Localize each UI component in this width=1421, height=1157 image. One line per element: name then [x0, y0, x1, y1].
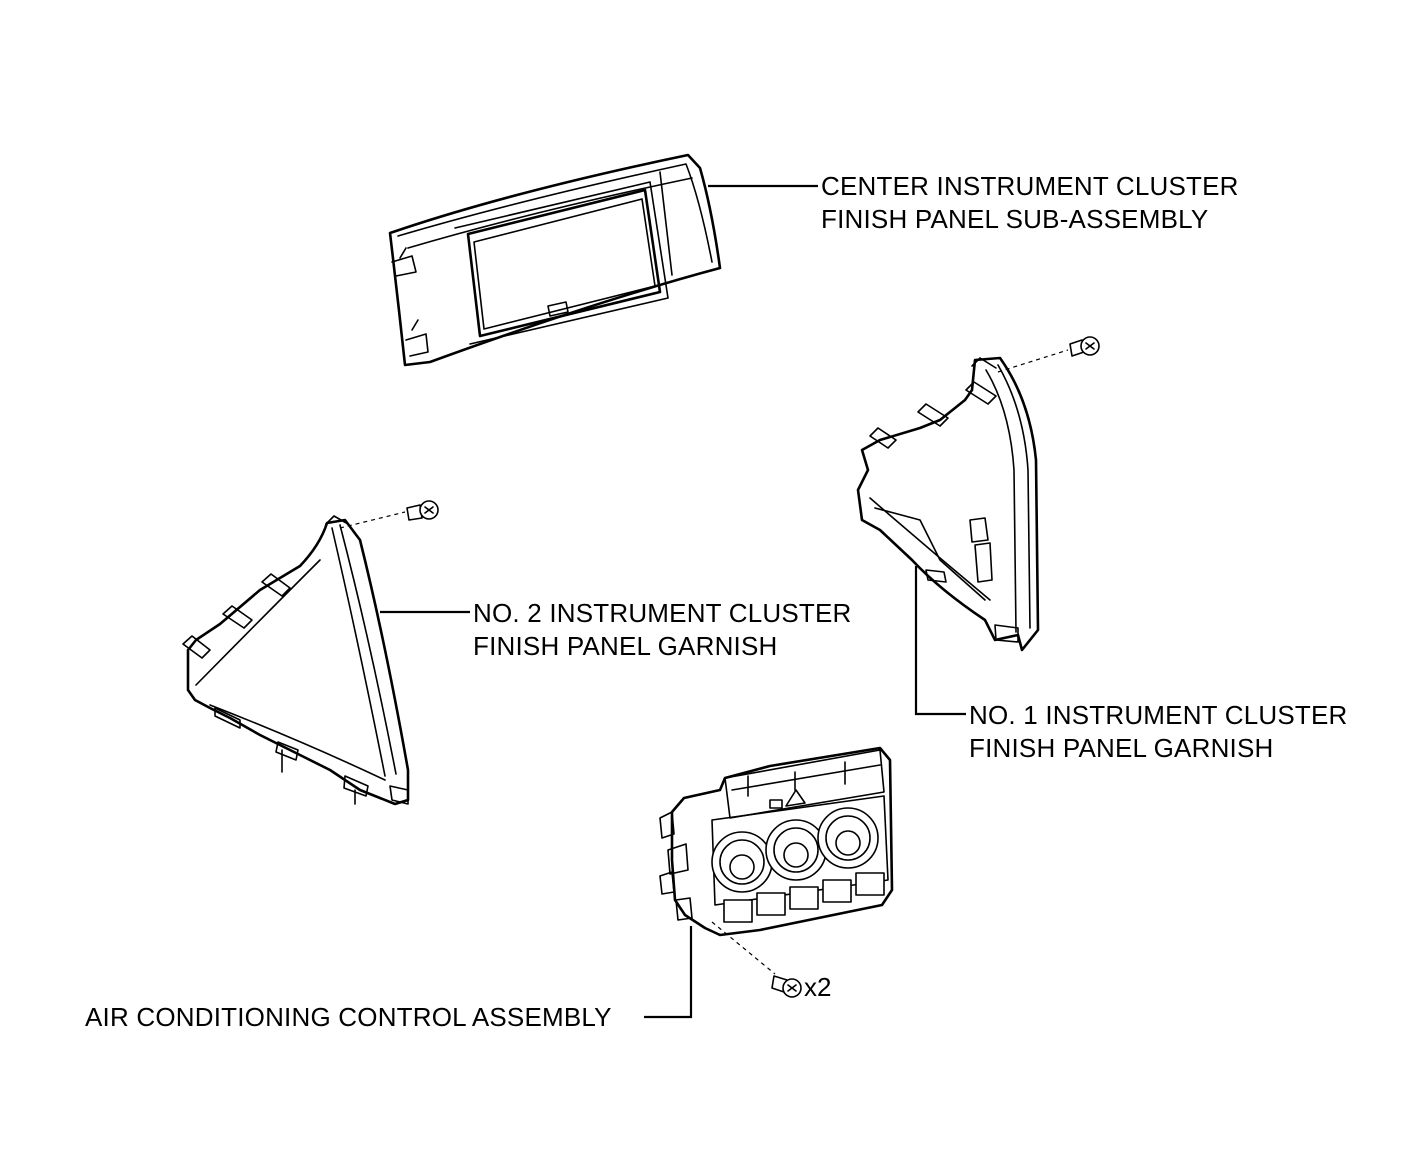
callout-line: NO. 1 INSTRUMENT CLUSTER: [969, 700, 1348, 730]
callout-center-instrument-cluster-finish-panel: CENTER INSTRUMENT CLUSTER FINISH PANEL S…: [821, 170, 1239, 236]
leader-lines: [380, 184, 966, 1019]
callout-line: AIR CONDITIONING CONTROL ASSEMBLY: [85, 1002, 612, 1032]
screw-ac-control: [771, 975, 802, 998]
air-conditioning-control-assembly: [659, 746, 894, 937]
callout-air-conditioning-control-assembly: AIR CONDITIONING CONTROL ASSEMBLY: [85, 1001, 612, 1034]
callout-no1-instrument-cluster-finish-panel-garnish: NO. 1 INSTRUMENT CLUSTER FINISH PANEL GA…: [969, 699, 1347, 765]
leader-ac-control: [644, 926, 693, 1019]
callout-no2-instrument-cluster-finish-panel-garnish: NO. 2 INSTRUMENT CLUSTER FINISH PANEL GA…: [473, 597, 851, 663]
no1-instrument-cluster-finish-panel-garnish: [856, 356, 1040, 652]
callout-line: FINISH PANEL GARNISH: [969, 733, 1274, 763]
center-instrument-cluster-finish-panel: [388, 153, 722, 367]
screw-no2-garnish: [406, 500, 439, 521]
callout-line: CENTER INSTRUMENT CLUSTER: [821, 171, 1239, 201]
screw-quantity-label: x2: [804, 972, 832, 1002]
callout-line: NO. 2 INSTRUMENT CLUSTER: [473, 598, 852, 628]
callout-line: FINISH PANEL SUB-ASSEMBLY: [821, 204, 1209, 234]
no2-instrument-cluster-finish-panel-garnish: [182, 515, 410, 806]
leader-no1-garnish: [914, 566, 966, 716]
screw-no1-garnish: [1069, 336, 1100, 357]
callout-line: FINISH PANEL GARNISH: [473, 631, 778, 661]
